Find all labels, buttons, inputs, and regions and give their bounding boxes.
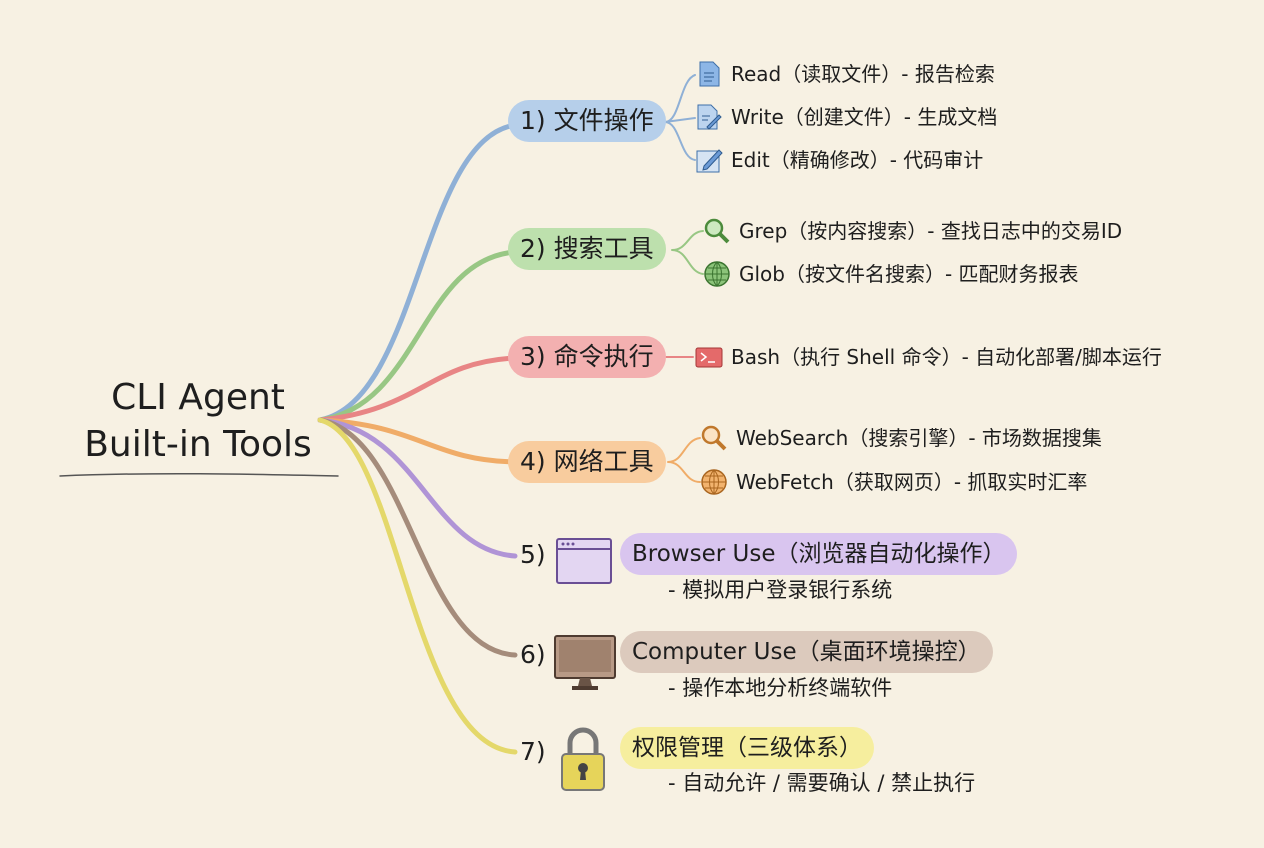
tool-read: Read（读取文件）- 报告检索 (695, 60, 995, 88)
document-icon (699, 61, 720, 87)
tool-websearch: WebSearch（搜索引擎）- 市场数据搜集 (700, 424, 1102, 452)
monitor-icon (554, 635, 616, 690)
branch-line-5 (317, 417, 518, 559)
branch-label-computer-use: Computer Use（桌面环境操控） (620, 631, 993, 673)
branch-line-6 (317, 417, 518, 658)
branch-desc-computer-use: - 操作本地分析终端软件 (668, 676, 893, 700)
terminal-icon (695, 347, 723, 368)
root-title-line1: CLI Agent (111, 377, 285, 418)
magnifier-icon (701, 425, 727, 451)
branch-line-4 (317, 417, 518, 465)
globe-icon (704, 261, 730, 287)
tool-write: Write（创建文件）- 生成文档 (695, 103, 997, 131)
branch-label-file-ops: 1) 文件操作 (508, 100, 666, 142)
branch-label-network: 4) 网络工具 (508, 441, 666, 483)
globe-icon (701, 469, 727, 495)
branch-label-command: 3) 命令执行 (508, 336, 666, 378)
branch-label-browser-use: Browser Use（浏览器自动化操作） (620, 533, 1018, 575)
browser-window-icon (556, 538, 612, 584)
branch-number-5: 5) (520, 540, 546, 569)
padlock-icon (561, 727, 605, 791)
tool-glob: Glob（按文件名搜索）- 匹配财务报表 (703, 260, 1079, 288)
branch-desc-browser-use: - 模拟用户登录银行系统 (668, 578, 893, 602)
tool-edit: Edit（精确修改）- 代码审计 (695, 146, 983, 174)
branch-number-7: 7) (520, 737, 546, 766)
branch-label-permissions: 权限管理（三级体系） (620, 727, 874, 769)
branch-line-3 (317, 355, 518, 423)
branch-label-search: 2) 搜索工具 (508, 228, 666, 270)
pencil-icon (696, 149, 723, 173)
branch-line-1 (317, 122, 518, 423)
tool-grep: Grep（按内容搜索）- 查找日志中的交易ID (703, 217, 1122, 245)
branch-line-7 (317, 417, 518, 755)
tool-webfetch: WebFetch（获取网页）- 抓取实时汇率 (700, 468, 1087, 496)
document-edit-icon (697, 104, 722, 130)
branch-line-2 (317, 249, 518, 423)
root-title-line2: Built-in Tools (84, 424, 312, 465)
magnifier-icon (704, 218, 730, 244)
branch-desc-permissions: - 自动允许 / 需要确认 / 禁止执行 (668, 771, 976, 795)
branch-number-6: 6) (520, 640, 546, 669)
tool-bash: Bash（执行 Shell 命令）- 自动化部署/脚本运行 (695, 343, 1162, 371)
